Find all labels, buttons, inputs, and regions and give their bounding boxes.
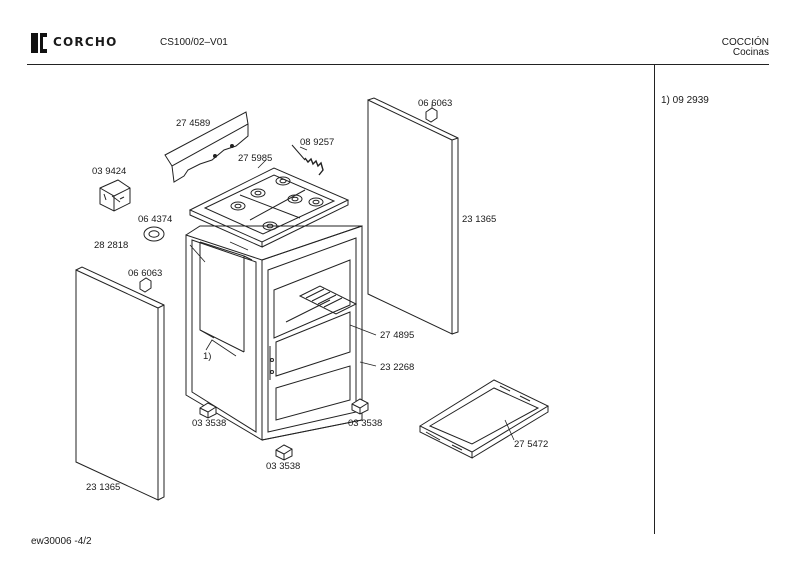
clip-left-part [139,277,152,293]
right-side-panel-part [367,97,459,335]
category-title: COCCIÓN [721,37,769,48]
foot-c-part [275,444,293,461]
part-label: 27 4895 [380,330,415,341]
part-label: 06 4374 [138,214,173,225]
part-label: 27 4589 [176,118,211,129]
oven-rack-part [285,285,358,323]
brand-logo-icon [31,33,47,53]
foot-a-part [199,402,217,419]
cooktop-part [188,167,350,248]
part-label: 27 5472 [514,439,549,450]
part-label: 23 1365 [462,214,497,225]
part-label: 06 6063 [128,268,163,279]
left-side-panel-part [75,266,165,501]
spring-part [291,144,324,176]
part-label: 03 3538 [266,461,301,472]
brand-name: CORCHO [53,35,118,49]
reference-label: 1) [203,351,212,362]
part-label: 03 3538 [192,418,227,429]
part-label: 03 3538 [348,418,383,429]
baking-tray-part [418,379,550,459]
part-label: 23 1365 [86,482,121,493]
note-item: 1) 09 2939 [661,95,709,106]
part-label: 23 2268 [380,362,415,373]
foot-b-part [351,398,369,415]
part-label: 08 9257 [300,137,335,148]
part-label: 03 9424 [92,166,127,177]
category-subtitle: Cocinas [732,47,769,58]
notes-divider [654,64,655,534]
part-label: 27 5985 [238,153,273,164]
clip-right-part [425,107,438,123]
model-code: CS100/02–V01 [160,37,228,48]
back-bracket-part [164,111,249,183]
header-divider [27,64,769,65]
cabinet-body-part [185,225,363,441]
part-label: 06 6063 [418,98,453,109]
footer-code: ew30006 -4/2 [31,536,92,547]
gasket-ring-part [143,226,165,242]
control-box-part [99,179,131,212]
part-label: 28 2818 [94,240,129,251]
leader-lines [111,104,515,441]
